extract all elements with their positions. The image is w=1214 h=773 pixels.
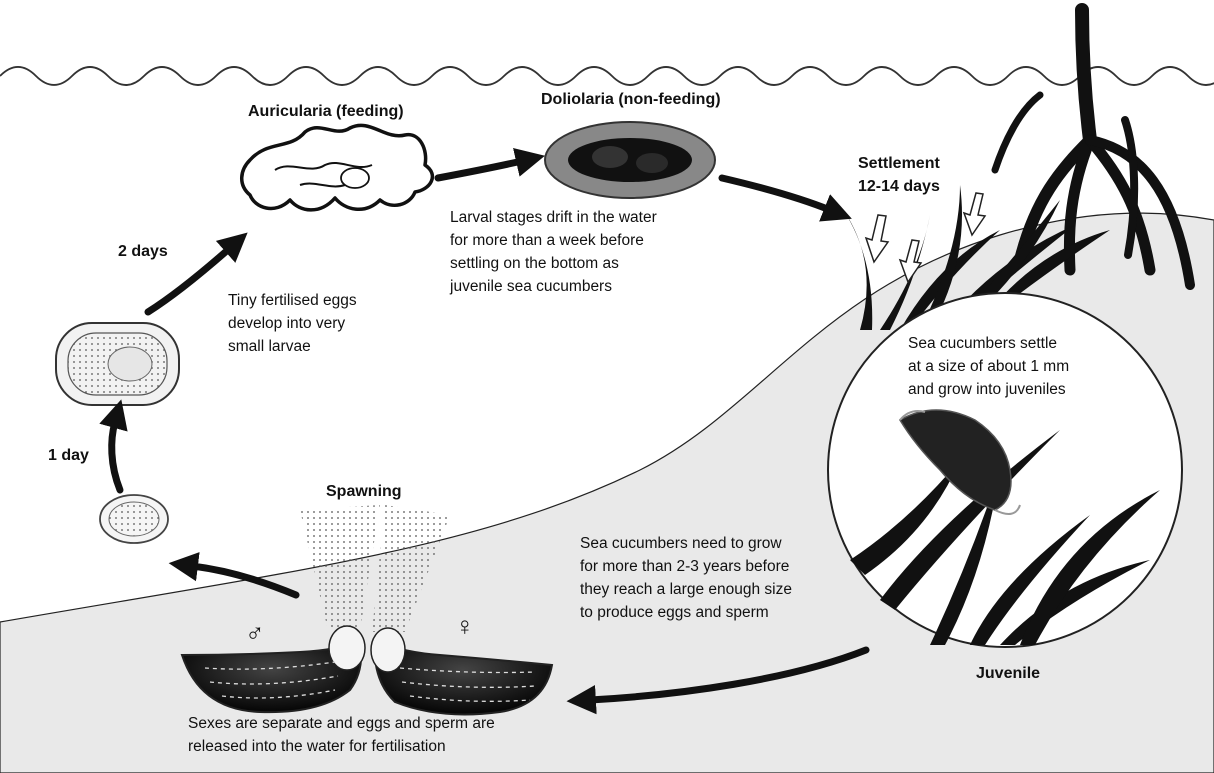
sexes-caption-line: Sexes are separate and eggs and sperm ar… <box>188 712 495 735</box>
settlement-days-label: 12-14 days <box>858 175 940 198</box>
arrow-1-day <box>112 422 120 490</box>
sexes-caption-line: released into the water for fertilisatio… <box>188 735 446 758</box>
one-day-label: 1 day <box>48 444 89 467</box>
water-surface-wave <box>0 67 1214 85</box>
doliolaria-label: Doliolaria (non-feeding) <box>541 88 721 111</box>
drift-caption-line: juvenile sea cucumbers <box>450 275 612 298</box>
grow-caption-line: Sea cucumbers need to grow <box>580 532 782 555</box>
doliolaria-larva <box>545 122 715 198</box>
eggs-caption-line: small larvae <box>228 335 311 358</box>
drift-caption-line: settling on the bottom as <box>450 252 619 275</box>
grow-caption-line: they reach a large enough size <box>580 578 792 601</box>
grow-caption-line: to produce eggs and sperm <box>580 601 769 624</box>
arrow-auricularia-to-doliolaria <box>438 161 522 178</box>
two-days-label: 2 days <box>118 240 168 263</box>
male-symbol: ♂ <box>245 618 265 646</box>
auricularia-larva <box>242 125 433 210</box>
egg-small <box>100 495 168 543</box>
arrow-doliolaria-to-settlement <box>722 178 830 210</box>
eggs-caption-line: Tiny fertilised eggs <box>228 289 357 312</box>
juvenile-label: Juvenile <box>976 662 1040 685</box>
eggs-caption-line: develop into very <box>228 312 345 335</box>
settle-caption-line: at a size of about 1 mm <box>908 355 1069 378</box>
settle-caption-line: and grow into juveniles <box>908 378 1066 401</box>
settlement-label: Settlement <box>858 152 940 175</box>
settle-caption-line: Sea cucumbers settle <box>908 332 1057 355</box>
auricularia-label: Auricularia (feeding) <box>248 100 404 123</box>
spawning-label: Spawning <box>326 480 402 503</box>
egg-large <box>56 323 179 405</box>
female-symbol: ♀ <box>455 612 475 640</box>
drift-caption-line: Larval stages drift in the water <box>450 206 657 229</box>
grow-caption-line: for more than 2-3 years before <box>580 555 789 578</box>
drift-caption-line: for more than a week before <box>450 229 644 252</box>
